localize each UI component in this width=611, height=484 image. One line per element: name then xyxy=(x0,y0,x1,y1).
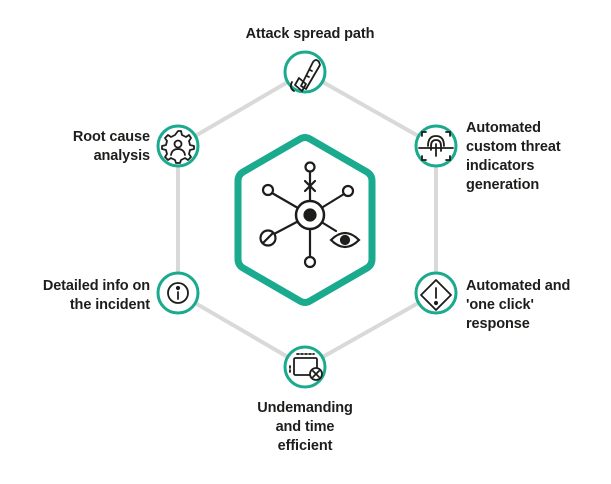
network-hub-icon xyxy=(259,161,361,269)
node-circle-top xyxy=(283,50,327,94)
fingerprint-scan-icon xyxy=(418,131,454,161)
gear-user-icon xyxy=(161,130,195,164)
info-icon xyxy=(167,282,189,304)
warning-diamond-icon xyxy=(420,279,452,311)
chainsaw-icon xyxy=(289,59,321,92)
screen-remove-icon xyxy=(289,353,323,381)
label-automated-response: Automated and 'one click' response xyxy=(466,278,571,332)
label-root-cause-analysis: Root cause analysis xyxy=(72,129,150,164)
label-detailed-info: Detailed info on the incident xyxy=(42,278,150,313)
label-attack-spread-path: Attack spread path xyxy=(245,26,375,42)
node-circle-bottom xyxy=(283,345,327,389)
label-undemanding: Undemanding and time efficient xyxy=(257,400,353,454)
label-automated-threat-indicators: Automated custom threat indicators gener… xyxy=(466,120,561,193)
